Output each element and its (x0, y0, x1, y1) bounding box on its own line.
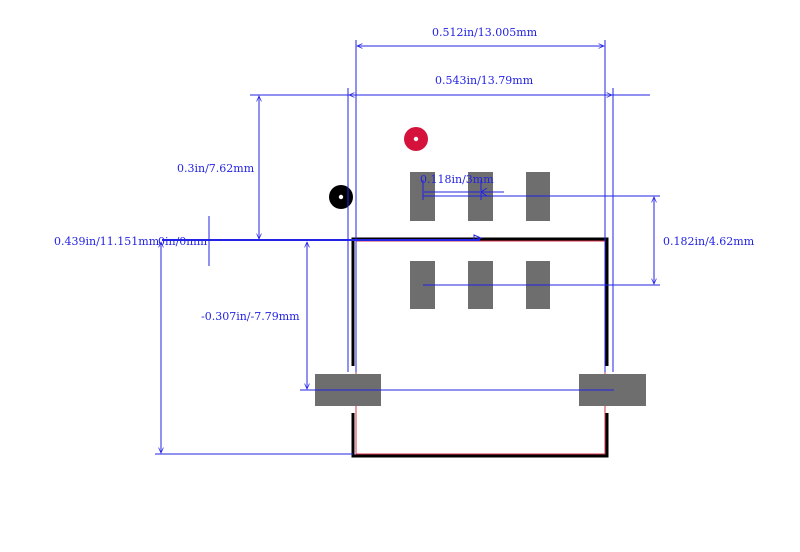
pin1-marker-icon (404, 127, 428, 151)
dim-pad-pitch (422, 180, 504, 200)
label-height-origin: 0.3in/7.62mm (177, 162, 255, 175)
label-origin: 0in/0mm (158, 235, 208, 248)
label-left-total: 0.439in/11.151mm (54, 235, 160, 248)
dim-row-spacing (423, 195, 660, 286)
label-top-inner: 0.512in/13.005mm (432, 26, 538, 39)
dim-left-total (155, 242, 353, 455)
label-row-spacing: 0.182in/4.62mm (663, 235, 755, 248)
middle-pad-row (410, 261, 550, 309)
label-bottom-offset: -0.307in/-7.79mm (201, 310, 300, 323)
label-pad-pitch: 0.118in/3mm (420, 173, 494, 186)
dim-top-outer (250, 88, 650, 372)
label-top-outer: 0.543in/13.79mm (435, 74, 534, 87)
origin-marker-icon (329, 185, 353, 209)
dim-bottom-offset (300, 242, 614, 391)
origin-arrow-icon (473, 234, 483, 241)
